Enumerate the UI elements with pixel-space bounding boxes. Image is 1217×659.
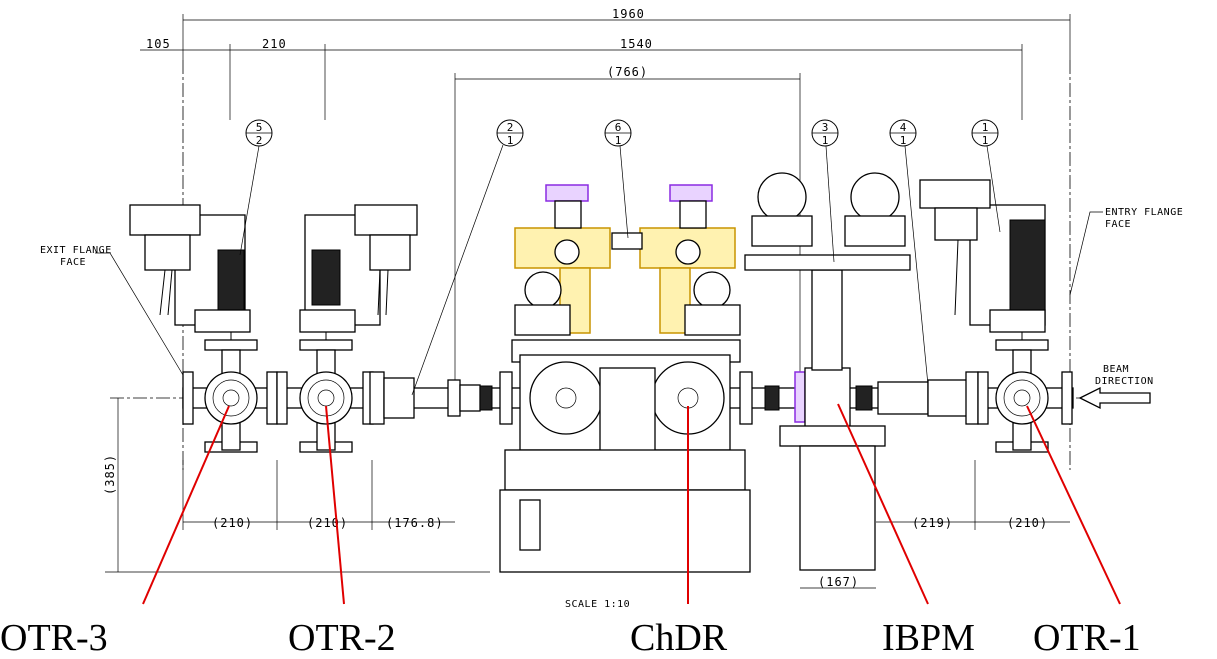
dim-1540: 1540 bbox=[620, 37, 653, 51]
svg-text:1: 1 bbox=[822, 134, 829, 147]
part-balloons: 5 2 2 1 6 1 3 1 4 1 bbox=[239, 119, 1001, 396]
dim-167: (167) bbox=[818, 575, 859, 589]
balloon-5-2: 5 2 bbox=[239, 119, 273, 256]
chdr-chamber bbox=[499, 184, 780, 573]
balloon-6-1: 6 1 bbox=[604, 119, 632, 239]
dim-105: 105 bbox=[146, 37, 171, 51]
label-otr2: OTR-2 bbox=[288, 617, 396, 659]
otr2-arrow bbox=[325, 405, 345, 605]
label-otr1: OTR-1 bbox=[1033, 617, 1141, 659]
dim-210-bottom-1: (210) bbox=[212, 516, 253, 530]
ibpm-assembly bbox=[744, 172, 911, 571]
beam-direction-arrow bbox=[1078, 386, 1151, 410]
svg-text:5: 5 bbox=[256, 121, 263, 134]
svg-text:1: 1 bbox=[900, 134, 907, 147]
device-labels: OTR-3 OTR-2 ChDR IBPM OTR-1 bbox=[0, 617, 1141, 659]
balloon-2-1: 2 1 bbox=[411, 119, 524, 396]
otr1-station bbox=[919, 179, 1073, 453]
dim-219: (219) bbox=[912, 516, 953, 530]
upstream-flanges bbox=[369, 371, 513, 425]
svg-text:6: 6 bbox=[615, 121, 622, 134]
scale-note: SCALE 1:10 bbox=[565, 599, 630, 610]
downstream-flanges bbox=[877, 371, 979, 425]
otr3-station bbox=[129, 204, 278, 453]
otr1-arrow bbox=[1026, 405, 1121, 605]
beam-direction-line2: DIRECTION bbox=[1095, 376, 1154, 387]
label-ibpm: IBPM bbox=[882, 617, 975, 659]
dim-210-bottom-3: (210) bbox=[1007, 516, 1048, 530]
dim-overall: 1960 bbox=[612, 7, 645, 21]
svg-text:1: 1 bbox=[615, 134, 622, 147]
svg-text:1: 1 bbox=[982, 134, 989, 147]
dim-176-8: (176.8) bbox=[386, 516, 444, 530]
exit-flange-note-line1: EXIT FLANGE bbox=[40, 245, 112, 256]
otr3-arrow bbox=[142, 405, 230, 605]
svg-text:4: 4 bbox=[900, 121, 907, 134]
balloon-4-1: 4 1 bbox=[889, 119, 929, 386]
dimension-lines bbox=[105, 14, 1071, 589]
dimension-texts: 1960 105 210 1540 (766) (385) (210) (210… bbox=[103, 7, 1048, 589]
balloon-1-1: 1 1 bbox=[971, 119, 1001, 233]
svg-text:1: 1 bbox=[507, 134, 514, 147]
otr2-station bbox=[276, 204, 418, 453]
entry-flange-note-line1: ENTRY FLANGE bbox=[1105, 207, 1183, 218]
ibpm-arrow bbox=[837, 403, 929, 605]
entry-flange-note-line2: FACE bbox=[1105, 219, 1131, 230]
balloon-3-1: 3 1 bbox=[811, 119, 839, 263]
annotation-arrows bbox=[142, 403, 1121, 605]
exit-flange-note-line2: FACE bbox=[60, 257, 86, 268]
svg-text:3: 3 bbox=[822, 121, 829, 134]
dim-766: (766) bbox=[607, 65, 648, 79]
beam-direction-line1: BEAM bbox=[1103, 364, 1129, 375]
dim-385: (385) bbox=[103, 454, 117, 495]
drawing-notes: EXIT FLANGE FACE ENTRY FLANGE FACE BEAM … bbox=[40, 207, 1183, 610]
svg-text:2: 2 bbox=[507, 121, 514, 134]
label-chdr: ChDR bbox=[630, 617, 728, 659]
dim-210-top: 210 bbox=[262, 37, 287, 51]
svg-text:2: 2 bbox=[256, 134, 263, 147]
label-otr3: OTR-3 bbox=[0, 617, 108, 659]
dim-210-bottom-2: (210) bbox=[307, 516, 348, 530]
svg-text:1: 1 bbox=[982, 121, 989, 134]
